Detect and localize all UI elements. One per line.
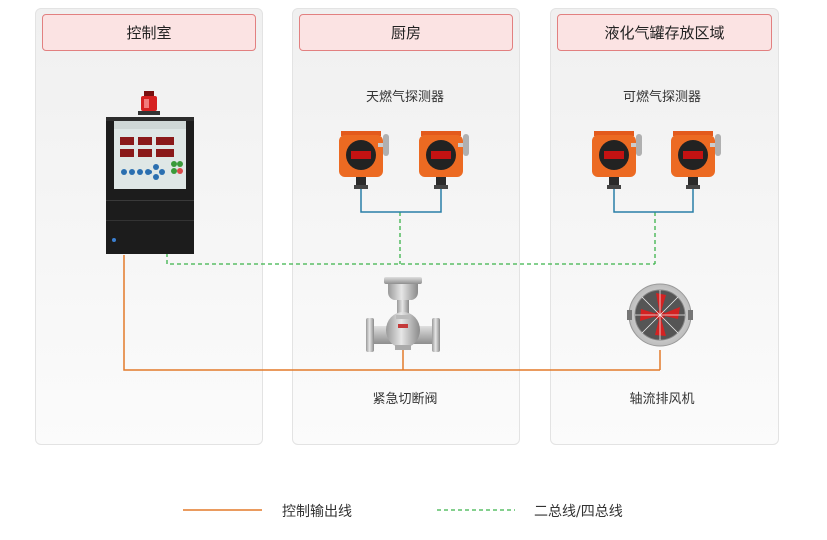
lpg-detector-label: 可燃气探测器 <box>622 90 702 105</box>
lpg-area-panel: 液化气罐存放区域 <box>550 8 779 445</box>
gas-detector-icon <box>339 131 389 189</box>
valve-label: 紧急切断阀 <box>372 392 438 407</box>
alarm-light-icon <box>138 91 160 115</box>
detector-wire <box>360 186 694 213</box>
gas-detector-icon <box>671 131 721 189</box>
control-line <box>123 255 661 371</box>
control-room-panel: 控制室 <box>35 8 263 445</box>
controller-cabinet-icon <box>106 117 194 254</box>
shutoff-valve-icon <box>366 277 440 352</box>
control-room-title: 控制室 <box>42 14 256 51</box>
fan-label: 轴流排风机 <box>629 392 695 407</box>
gas-detector-icon <box>592 131 642 189</box>
kitchen-detector-label: 天燃气探测器 <box>365 90 445 105</box>
kitchen-panel: 厨房 <box>292 8 520 445</box>
lpg-area-title: 液化气罐存放区域 <box>557 14 772 51</box>
gas-detector-icon <box>419 131 469 189</box>
legend-control-line-label: 控制输出线 <box>282 504 352 520</box>
exhaust-fan-icon <box>627 283 693 347</box>
kitchen-title: 厨房 <box>299 14 513 51</box>
bus-line <box>166 212 656 265</box>
legend-bus-line-label: 二总线/四总线 <box>534 504 623 520</box>
